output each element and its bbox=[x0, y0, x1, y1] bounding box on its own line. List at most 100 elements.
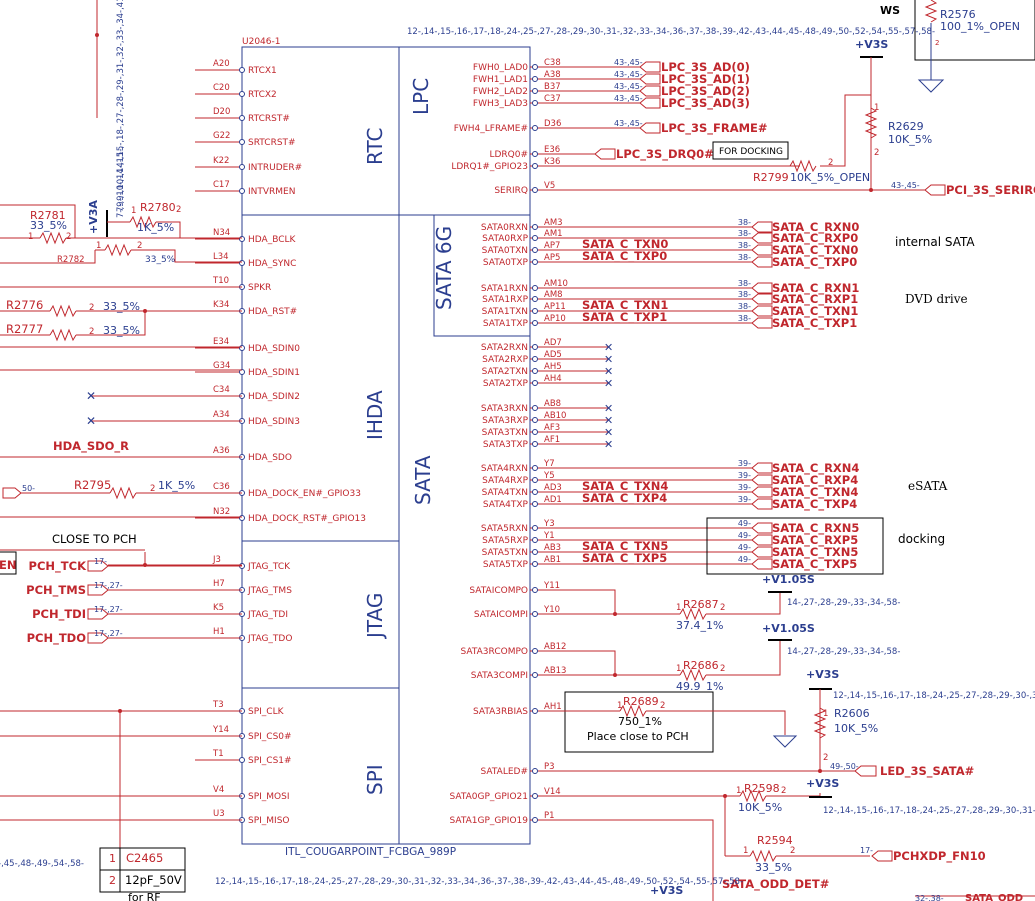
net-sata-c-rxn0: 38-SATA_C_RXN0 bbox=[546, 218, 859, 235]
net-lpc-3s-frame-: 43-,45-LPC_3S_FRAME# bbox=[546, 119, 768, 136]
pin-name: SATA4RXP bbox=[482, 476, 528, 486]
net-ref: 38- bbox=[738, 241, 751, 250]
net-label: LPC_3S_FRAME# bbox=[661, 121, 768, 136]
net-ref: 38- bbox=[738, 302, 751, 311]
right-pin-sata0gp-gpio21: SATA0GP_GPIO21 V14 bbox=[449, 787, 560, 802]
r2781-ref: R2781 bbox=[30, 209, 66, 222]
en-label: EN bbox=[0, 558, 16, 572]
pin-number: D20 bbox=[213, 107, 230, 117]
svg-text:✕: ✕ bbox=[604, 438, 613, 451]
pin-number: K36 bbox=[544, 157, 560, 167]
pin-name: SPKR bbox=[248, 283, 271, 293]
net-ref: 43-,45- bbox=[614, 70, 643, 79]
net-ref: 43-,45- bbox=[614, 94, 643, 103]
net-ref: 39- bbox=[738, 495, 751, 504]
r2780-value: 1K_5% bbox=[137, 221, 174, 234]
pin-name: SATA2TXN bbox=[482, 367, 528, 377]
pin-number: B37 bbox=[544, 82, 561, 92]
pin-number: A20 bbox=[213, 59, 230, 69]
svg-text:2: 2 bbox=[137, 241, 142, 251]
pin-number: V14 bbox=[544, 787, 561, 797]
r2686-value: 49.9_1% bbox=[676, 680, 723, 693]
pin-number: AB12 bbox=[544, 642, 566, 652]
pin-number: V5 bbox=[544, 181, 555, 191]
r2687-ref: R2687 bbox=[683, 598, 719, 611]
svg-text:2: 2 bbox=[828, 158, 833, 168]
pin-number: J3 bbox=[212, 555, 221, 565]
pin-number: T10 bbox=[212, 276, 229, 286]
r2777-value: 33_5% bbox=[103, 324, 140, 337]
net-label: PCH_TDI bbox=[32, 607, 86, 622]
svg-text:2: 2 bbox=[176, 205, 181, 215]
pin-name: HDA_RST# bbox=[248, 307, 297, 317]
svg-text:✕: ✕ bbox=[604, 414, 613, 427]
pin-side-label: SATA_C_TXP5 bbox=[582, 551, 667, 566]
net-label: SATA_C_TXP1 bbox=[772, 316, 857, 331]
net-ref: 49- bbox=[738, 555, 751, 564]
r2686-ref: R2686 bbox=[683, 659, 719, 672]
pin-side-label: SATA_C_TXP4 bbox=[582, 491, 667, 506]
net-label: LPC_3S_AD(1) bbox=[661, 72, 750, 87]
pin-name: JTAG_TMS bbox=[247, 586, 292, 596]
v3s-rail-1: +V3S bbox=[855, 38, 888, 51]
pin-name: SATA3RXN bbox=[481, 404, 528, 414]
pin-number: Y11 bbox=[543, 581, 560, 591]
pin-number: H7 bbox=[213, 579, 225, 589]
pin-name: HDA_SDO bbox=[248, 453, 292, 463]
pin-name: SPI_CS1# bbox=[248, 756, 292, 766]
pin-name: JTAG_TDO bbox=[247, 634, 292, 644]
section-jtag: JTAG bbox=[363, 593, 387, 640]
net-label: LPC_3S_AD(3) bbox=[661, 96, 750, 111]
r2795-value: 1K_5% bbox=[158, 479, 195, 492]
r2594-ref: R2594 bbox=[757, 834, 793, 847]
net-label: PCH_TDO bbox=[27, 631, 87, 646]
pin-name: SPI_CS0# bbox=[248, 732, 292, 742]
svg-text:2: 2 bbox=[66, 232, 71, 242]
pin-side-label: SATA_C_TXN0 bbox=[582, 237, 668, 252]
sata-odd-det: SATA_ODD_DET# bbox=[722, 877, 829, 892]
for-docking-note: FOR DOCKING bbox=[719, 147, 783, 157]
jtag-net-group: 17-PCH_TCK17-,27-PCH_TMS17-,27-PCH_TDI17… bbox=[26, 557, 242, 646]
close-to-pch-note: CLOSE TO PCH bbox=[52, 532, 137, 546]
pin-number: C38 bbox=[544, 58, 561, 68]
v105-rail-2: +V1.05S bbox=[762, 622, 815, 635]
net-sata-c-rxn4: 39-SATA_C_RXN4 bbox=[546, 459, 859, 476]
en-ref: 50- bbox=[22, 484, 35, 493]
pin-number: AP7 bbox=[544, 241, 560, 251]
v105-rail-1: +V1.05S bbox=[762, 573, 815, 586]
pin-name: SATA0GP_GPIO21 bbox=[449, 792, 528, 802]
right-pin-sataled-: SATALED#P3 bbox=[481, 762, 555, 777]
chip-part-name: ITL_COUGARPOINT_FCBGA_989P bbox=[285, 846, 456, 858]
pin-number: AD5 bbox=[544, 350, 562, 360]
v3s-rail-2: +V3S bbox=[806, 668, 839, 681]
pin-name: SATA3RBIAS bbox=[473, 707, 528, 717]
pin-number: AM3 bbox=[544, 218, 563, 228]
svg-text:1: 1 bbox=[676, 603, 681, 613]
pin-name: SRTCRST# bbox=[248, 138, 296, 148]
net-label: SATA_C_TXN0 bbox=[772, 243, 858, 258]
net-sata-c-txn1: 38-SATA_C_TXN1 bbox=[546, 302, 858, 319]
net-ref: 49- bbox=[738, 531, 751, 540]
v3s-bottom-refs: 12-,14-,15-,16-,17-,18-,24-,25-,27-,28-,… bbox=[215, 877, 743, 887]
svg-text:2: 2 bbox=[935, 39, 939, 47]
net-label: LPC_3S_AD(0) bbox=[661, 60, 750, 75]
pin-number: Y10 bbox=[543, 605, 560, 615]
pin-name: RTCX2 bbox=[248, 90, 277, 100]
pin-name: SPI_CLK bbox=[248, 707, 285, 717]
pin-number: P1 bbox=[544, 811, 555, 821]
left-vertical-refs-2: 7-,9-,10-,14-,15-, bbox=[116, 146, 126, 218]
pin-name: SATA5TXN bbox=[482, 548, 528, 558]
pin-name: SATA2RXN bbox=[481, 343, 528, 353]
svg-text:2: 2 bbox=[89, 303, 94, 313]
sataled-network: +V3S 12-,14-,15-,16-,17-,18-,24-,25-,27-… bbox=[215, 668, 1035, 901]
